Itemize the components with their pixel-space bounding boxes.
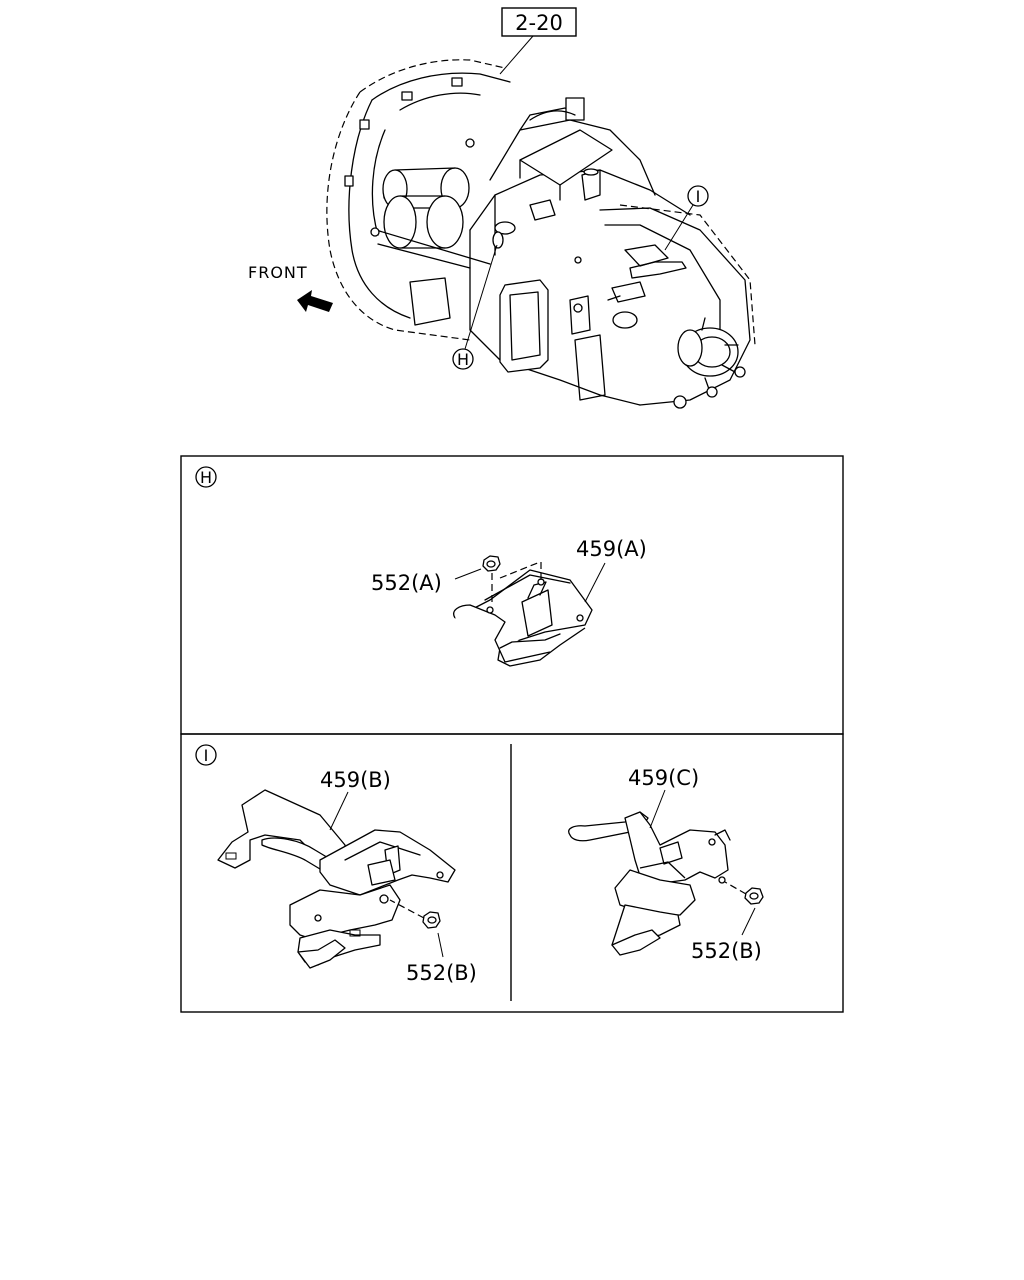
panel-i-tag-label: I <box>204 746 209 765</box>
label-552a: 552(A) <box>371 571 442 595</box>
panel-i-frame <box>180 733 844 1013</box>
front-label: FRONT <box>248 263 308 282</box>
reference-label: 2-20 <box>515 11 563 35</box>
panel-h-tag <box>195 466 217 488</box>
label-459b: 459(B) <box>320 768 391 792</box>
transmission-assembly: 2-20 <box>248 7 756 409</box>
front-arrow-icon <box>297 290 333 312</box>
label-459c: 459(C) <box>628 766 699 790</box>
reference-box[interactable] <box>501 7 577 37</box>
callout-h[interactable] <box>452 348 474 370</box>
detail-panel-i: I 459(B) 552(B) <box>180 733 844 1013</box>
panel-h-tag-label: H <box>200 468 212 487</box>
panel-i-tag <box>195 744 217 766</box>
label-552b-left: 552(B) <box>406 961 477 985</box>
callout-i-label: I <box>696 187 701 206</box>
callout-i[interactable] <box>687 185 709 207</box>
label-552b-right: 552(B) <box>691 939 762 963</box>
detail-panel-h: H 552(A) 459(A) <box>180 455 844 735</box>
callout-h-label: H <box>457 350 469 369</box>
label-459a: 459(A) <box>576 537 647 561</box>
